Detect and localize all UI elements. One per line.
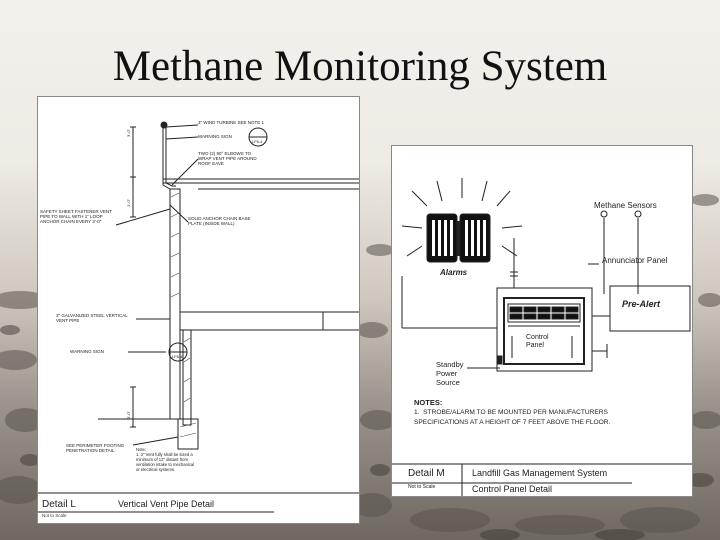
- detail-m-label: Detail M: [408, 468, 445, 479]
- detail-m-drawing-title: Control Panel Detail: [472, 484, 553, 494]
- standby-power-label: Standby Power Source: [436, 360, 464, 387]
- callout-wind-turbine: 3" WIND TURBINE SEE NOTE 1: [198, 120, 265, 125]
- control-panel-drawing: Methane Sensors Alarms Annunciator Panel…: [391, 145, 693, 497]
- notes-heading: NOTES:: [414, 398, 443, 407]
- detail-m-system-title: Landfill Gas Management System: [472, 468, 608, 478]
- vent-pipe-linework: [38, 121, 359, 513]
- detail-l-name: Vertical Vent Pipe Detail: [118, 499, 215, 509]
- annunciator-panel-label: Annunciator Panel: [602, 256, 668, 265]
- alarms-label: Alarms: [440, 268, 468, 277]
- ref-tag-top: LF6-4: [252, 139, 263, 144]
- dimension-lower: 3'-0": [126, 411, 131, 419]
- methane-sensors-label: Methane Sensors: [594, 201, 657, 210]
- callout-galvanized-pipe: 3" GALVANIZED STEEL VERTICAL VENT PIPE: [56, 313, 128, 323]
- vent-note: Note: 1. 3" Vent fully shall be sized a …: [136, 447, 195, 472]
- callout-footing-detail: SEE PERIMETER FOOTING PENETRATION DETAIL: [66, 443, 125, 453]
- vertical-vent-pipe-drawing: 3" WIND TURBINE SEE NOTE 1 WARNING SIGN …: [37, 96, 360, 524]
- detail-l-scale: Not to Scale: [42, 513, 67, 518]
- detail-l-label: Detail L: [42, 499, 76, 510]
- dimension-top: 3'-0": [126, 129, 131, 137]
- pre-alert-label: Pre-Alert: [622, 299, 661, 309]
- control-panel-label: Control Panel: [526, 334, 549, 349]
- control-panel-linework: [392, 178, 692, 496]
- notes-text: 1. STROBE/ALARM TO BE MOUNTED PER MANUFA…: [414, 409, 611, 426]
- detail-m-scale: Not to Scale: [408, 484, 436, 490]
- slide-title: Methane Monitoring System: [112, 43, 608, 90]
- callout-warning-sign-top: WARNING SIGN: [198, 134, 232, 139]
- ref-tag-mid: LF6-4: [172, 354, 183, 359]
- dimension-second: 1'-0": [126, 199, 131, 207]
- callout-anchor-chain: SAFETY SHEET FASTENER VENT PIPE TO WALL …: [40, 209, 112, 224]
- callout-elbows: TWO (2) 90° ELBOWS TO WRAP VENT PIPE ARO…: [198, 151, 257, 166]
- callout-warning-sign-mid: WARNING SIGN: [70, 349, 104, 354]
- callout-base-plate: SOLID ANCHOR CHAIN BASE PLATE (INSIDE WA…: [188, 216, 251, 226]
